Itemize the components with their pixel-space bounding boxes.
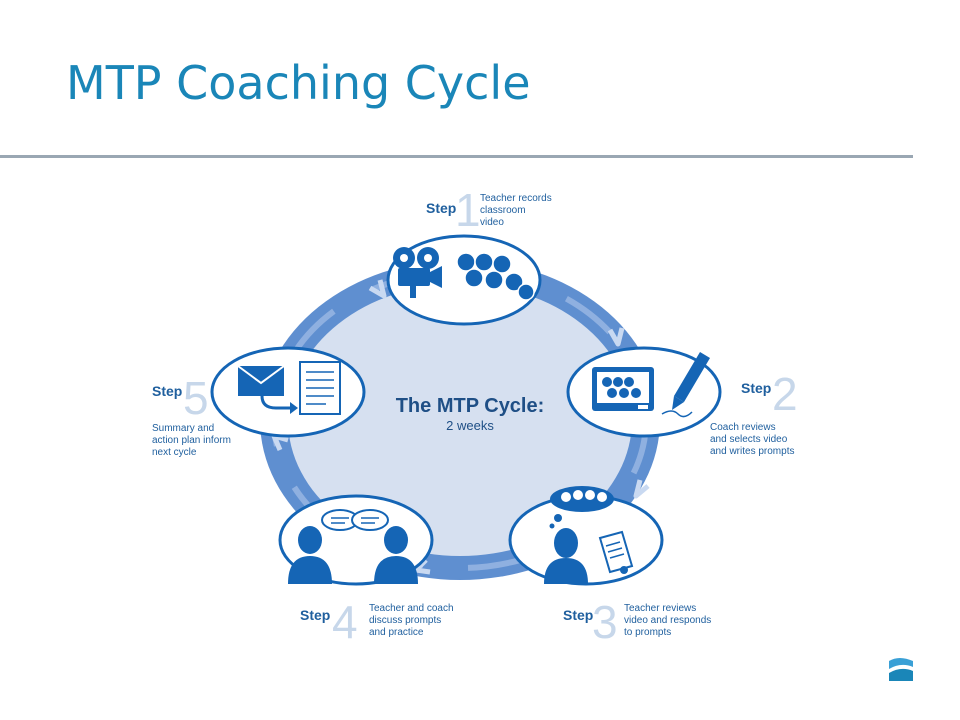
cycle-ring-inner xyxy=(288,284,632,556)
teacher-thinking-icon xyxy=(544,486,614,584)
step-5-desc-line-1: Summary and xyxy=(152,423,214,434)
step-5-bubble xyxy=(210,346,366,438)
document-icon xyxy=(598,530,634,574)
step-1-word: Step xyxy=(426,200,456,216)
step-3-desc-line-2: video and responds xyxy=(624,615,711,626)
center-subtitle: 2 weeks xyxy=(446,418,494,433)
step-1-desc-line-1: Teacher records xyxy=(480,193,552,204)
step-4-number: 4 xyxy=(332,596,358,648)
step-2-number: 2 xyxy=(772,368,798,420)
step-5-desc-line-3: next cycle xyxy=(152,447,197,458)
step-4: Step 4 Teacher and coach discuss prompts… xyxy=(278,494,454,648)
step-1-desc-line-3: video xyxy=(480,217,504,228)
slide-title: MTP Coaching Cycle xyxy=(66,56,531,110)
title-divider xyxy=(0,155,913,158)
step-5-word: Step xyxy=(152,383,182,399)
document-icon xyxy=(299,361,341,415)
envelope-icon xyxy=(237,365,298,414)
step-4-desc-line-1: Teacher and coach xyxy=(369,603,454,614)
step-2-desc-line-1: Coach reviews xyxy=(710,422,776,433)
step-2: Step 2 Coach reviews and selects video a… xyxy=(566,346,798,457)
step-3-word: Step xyxy=(563,607,593,623)
step-3: Step 3 Teacher reviews video and respond… xyxy=(508,486,711,648)
step-5-number: 5 xyxy=(183,372,209,424)
screen-icon xyxy=(592,367,654,411)
students-icon xyxy=(456,252,535,301)
step-2-desc-line-3: and writes prompts xyxy=(710,446,794,457)
pen-icon xyxy=(661,352,710,418)
conversation-icon xyxy=(288,509,418,584)
step-3-desc-line-3: to prompts xyxy=(624,627,671,638)
step-4-desc-line-2: discuss prompts xyxy=(369,615,441,626)
video-camera-icon xyxy=(393,247,442,298)
step-3-number: 3 xyxy=(592,596,618,648)
step-4-word: Step xyxy=(300,607,330,623)
step-2-desc-line-2: and selects video xyxy=(710,434,788,445)
step-2-word: Step xyxy=(741,380,771,396)
step-4-desc-line-3: and practice xyxy=(369,627,424,638)
step-1-number: 1 xyxy=(455,184,481,236)
step-5-desc-line-2: action plan inform xyxy=(152,435,231,446)
center-title: The MTP Cycle: xyxy=(396,395,545,417)
step-1: Step 1 Teacher records classroom video xyxy=(386,184,552,326)
step-5: Step 5 Summary and action plan inform ne… xyxy=(152,346,366,458)
brand-logo xyxy=(889,658,913,681)
step-1-desc-line-2: classroom xyxy=(480,205,526,216)
step-3-desc-line-1: Teacher reviews xyxy=(624,603,696,614)
